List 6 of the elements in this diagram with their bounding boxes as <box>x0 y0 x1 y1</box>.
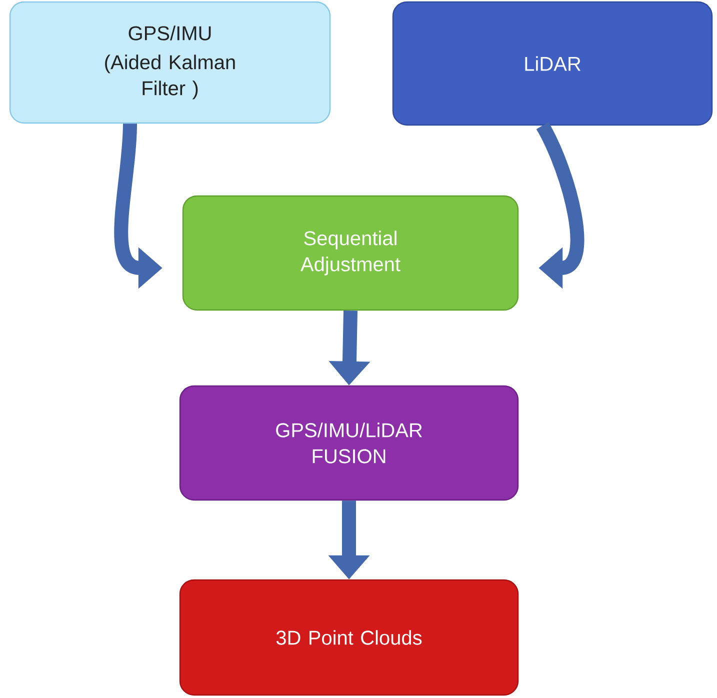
process-box: Sequential Adjustment <box>182 195 519 311</box>
process-box: 3D Point Clouds <box>179 579 519 696</box>
process-box: LiDAR <box>392 1 713 126</box>
process-box: GPS/IMU/LiDAR FUSION <box>179 385 519 501</box>
arrow <box>536 122 584 289</box>
process-box: GPS/IMU (Aided Kalman Filter ) <box>9 1 331 124</box>
